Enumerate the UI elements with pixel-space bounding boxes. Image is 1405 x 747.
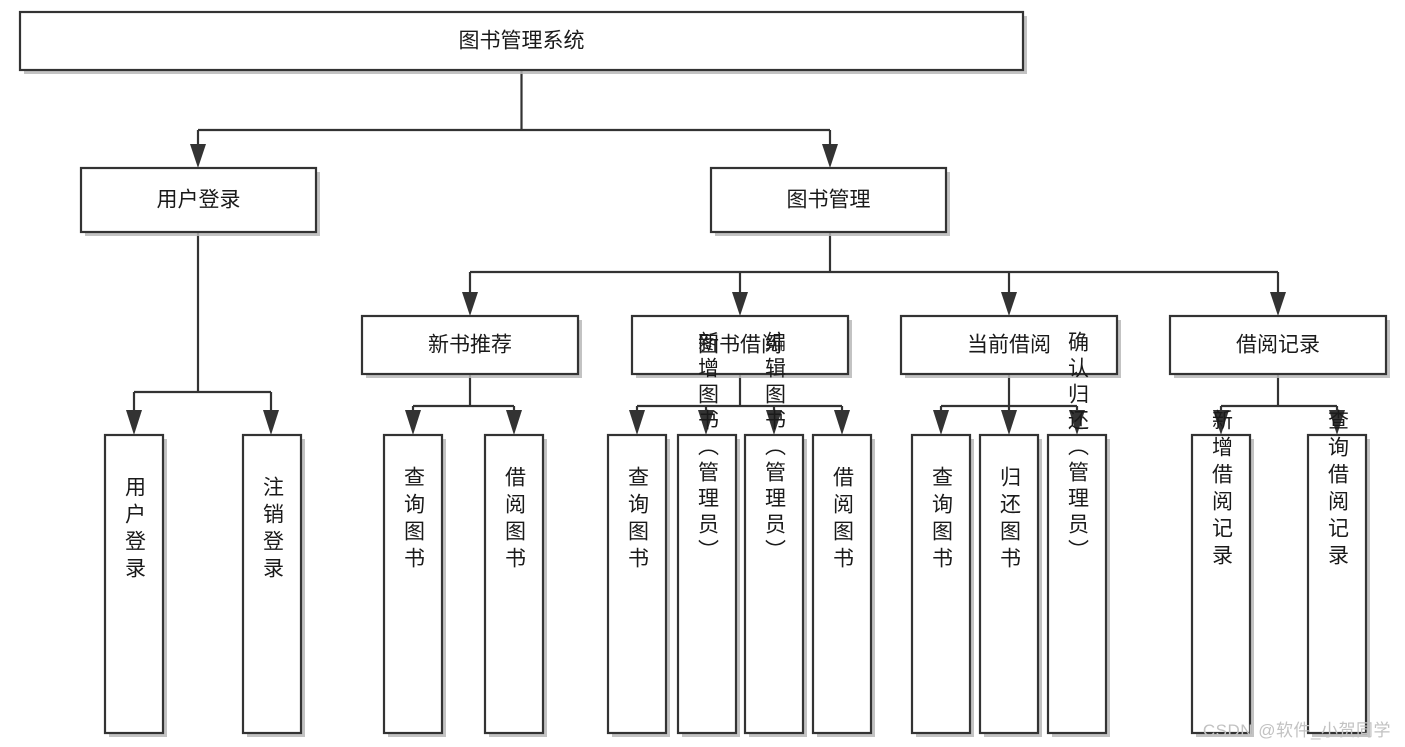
- leaf-new-book-borrow[interactable]: 借阅图书: [483, 433, 547, 737]
- leaf-user-login-login-label: 用户登录: [123, 476, 147, 584]
- leaf-user-login-logout[interactable]: 注销登录: [241, 433, 305, 737]
- connector-newbook-to-leaves: [405, 374, 522, 435]
- node-book-borrow-label: 图书借阅: [698, 334, 782, 357]
- leaf-borrow-query-book-label: 查询图书: [626, 466, 650, 574]
- leaf-user-login-login[interactable]: 用户登录: [103, 433, 167, 737]
- leaf-borrow-query-book[interactable]: 查询图书: [606, 433, 670, 737]
- leaf-new-book-query-label: 查询图书: [402, 466, 426, 574]
- leaf-current-query-book-label: 查询图书: [930, 466, 954, 574]
- leaf-current-return-book-label: 归还图书: [998, 466, 1022, 574]
- leaf-borrow-edit-book[interactable]: 编辑图书（管理员）: [743, 331, 807, 737]
- leaf-records-add-record[interactable]: 新增借阅记录: [1190, 409, 1254, 737]
- connector-records-to-leaves: [1213, 374, 1345, 435]
- leaf-records-add-record-label: 新增借阅记录: [1210, 409, 1234, 571]
- node-current-borrow-label: 当前借阅: [967, 334, 1051, 357]
- node-root-system-label: 图书管理系统: [459, 30, 585, 53]
- node-borrow-records-label: 借阅记录: [1236, 334, 1320, 357]
- leaf-new-book-borrow-label: 借阅图书: [503, 466, 527, 574]
- csdn-watermark: CSDN @软件_小贺同学: [1202, 721, 1391, 740]
- node-new-book-recommend-label: 新书推荐: [428, 334, 512, 357]
- node-borrow-records[interactable]: 借阅记录: [1168, 314, 1390, 378]
- node-current-borrow[interactable]: 当前借阅: [899, 314, 1121, 378]
- node-book-management[interactable]: 图书管理: [709, 166, 950, 236]
- leaf-new-book-query[interactable]: 查询图书: [382, 433, 446, 737]
- leaf-borrow-edit-book-label: 编辑图书（管理员）: [763, 331, 787, 565]
- leaf-current-return-book[interactable]: 归还图书: [978, 433, 1042, 737]
- leaf-current-confirm-return[interactable]: 确认归还（管理员）: [1046, 331, 1110, 737]
- node-user-login[interactable]: 用户登录: [79, 166, 320, 236]
- connector-bookmgmt-to-level3: [462, 232, 1286, 316]
- connector-root-to-level2: [190, 70, 838, 168]
- node-root-system[interactable]: 图书管理系统: [18, 10, 1027, 74]
- leaf-borrow-borrow-book[interactable]: 借阅图书: [811, 433, 875, 737]
- leaf-user-login-logout-label: 注销登录: [261, 476, 285, 584]
- node-book-management-label: 图书管理: [787, 189, 871, 212]
- leaf-current-query-book[interactable]: 查询图书: [910, 433, 974, 737]
- node-new-book-recommend[interactable]: 新书推荐: [360, 314, 582, 378]
- leaf-current-confirm-return-label: 确认归还（管理员）: [1066, 331, 1090, 565]
- node-book-borrow[interactable]: 图书借阅: [630, 314, 852, 378]
- connector-userlogin-to-leaves: [126, 232, 279, 435]
- leaf-borrow-borrow-book-label: 借阅图书: [831, 466, 855, 574]
- leaf-records-query-record-label: 查询借阅记录: [1326, 409, 1350, 571]
- connector-bookborrow-to-leaves: [629, 374, 850, 435]
- connector-currentborrow-to-leaves: [933, 374, 1085, 435]
- leaf-records-query-record[interactable]: 查询借阅记录: [1306, 409, 1370, 737]
- node-user-login-label: 用户登录: [157, 189, 241, 212]
- leaf-borrow-add-book[interactable]: 新增图书（管理员）: [676, 331, 740, 737]
- leaf-borrow-add-book-label: 新增图书（管理员）: [696, 331, 720, 565]
